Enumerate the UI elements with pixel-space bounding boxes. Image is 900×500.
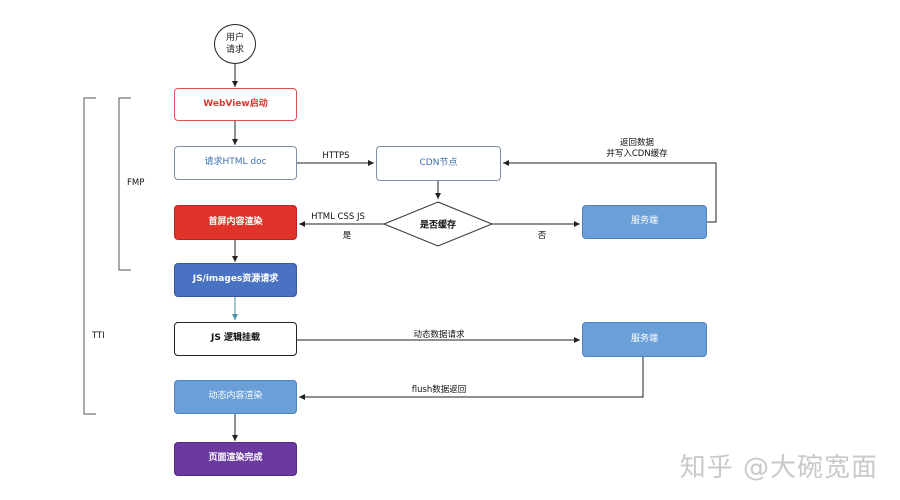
return-data-label: 返回数据 并写入CDN缓存 (606, 138, 668, 160)
tti-bracket (83, 97, 96, 415)
first-screen-render-node: 首屏内容渲染 (174, 205, 297, 240)
no-label: 否 (537, 231, 547, 241)
cache-check-shape (382, 201, 494, 247)
resource-request-node: JS/images资源请求 (174, 263, 297, 297)
js-logic-node: JS 逻辑挂载 (174, 322, 297, 356)
server-node-1: 服务端 (582, 205, 707, 239)
user-request-node: 用户 请求 (214, 24, 256, 64)
edge-server-dynamic (299, 357, 644, 400)
cache-check-label: 是否缓存 (419, 220, 457, 231)
dynamic-render-node: 动态内容渲染 (174, 380, 297, 414)
cdn-node: CDN节点 (376, 146, 501, 181)
server-node-2: 服务端 (582, 322, 707, 357)
fmp-label: FMP (127, 178, 145, 188)
watermark: 知乎 @大碗宽面 (679, 453, 878, 483)
html-css-js-label: HTML CSS JS (311, 212, 365, 222)
request-html-node: 请求HTML doc (174, 146, 297, 180)
yes-label: 是 (342, 231, 352, 241)
fmp-bracket (118, 97, 131, 271)
edge-server-cdn (503, 160, 717, 223)
webview-start-node: WebView启动 (174, 88, 297, 121)
https-label: HTTPS (322, 151, 350, 161)
tti-label: TTI (92, 331, 105, 341)
dynamic-request-label: 动态数据请求 (413, 330, 465, 340)
flush-return-label: flush数据返回 (411, 385, 467, 395)
page-done-node: 页面渲染完成 (174, 442, 297, 476)
